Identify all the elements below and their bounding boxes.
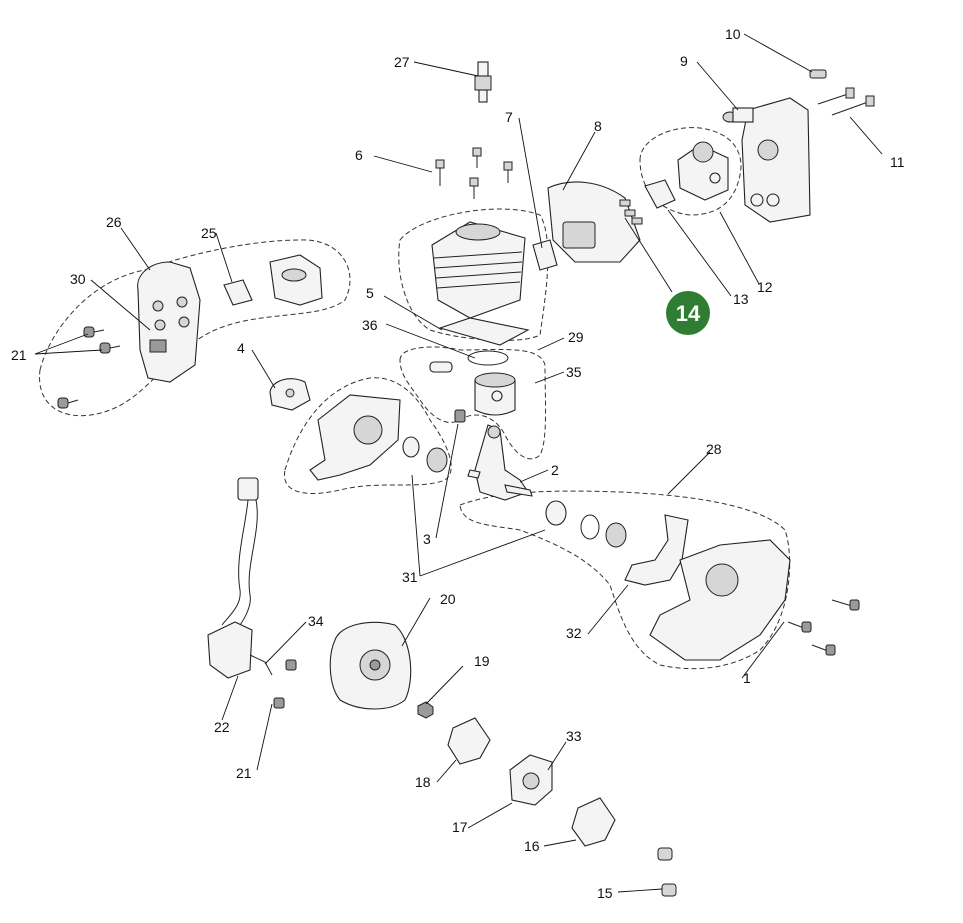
callout-11: 11 bbox=[890, 154, 905, 170]
callout-6: 6 bbox=[355, 147, 363, 163]
callout-15: 15 bbox=[597, 885, 613, 901]
callout-13: 13 bbox=[733, 291, 749, 307]
exhaust-flange bbox=[269, 254, 323, 306]
callout-18: 18 bbox=[415, 774, 431, 790]
callout-12: 12 bbox=[757, 279, 773, 295]
circlip bbox=[580, 514, 600, 540]
crankshaft bbox=[467, 424, 533, 501]
long-bolts bbox=[817, 87, 875, 116]
callout-36: 36 bbox=[362, 317, 378, 333]
callout-10: 10 bbox=[725, 26, 741, 42]
callout-26: 26 bbox=[106, 214, 122, 230]
callout-34: 34 bbox=[308, 613, 324, 629]
callout-2: 2 bbox=[551, 462, 559, 478]
crankcase-right bbox=[649, 539, 791, 661]
callout-19: 19 bbox=[474, 653, 490, 669]
callout-35: 35 bbox=[566, 364, 582, 380]
coil-screws bbox=[273, 659, 297, 709]
flywheel-nut bbox=[417, 701, 434, 719]
callout-32: 32 bbox=[566, 625, 582, 641]
intake-gasket bbox=[532, 239, 558, 271]
muffler-gasket bbox=[223, 279, 253, 306]
callout-25: 25 bbox=[201, 225, 217, 241]
callout-5: 5 bbox=[366, 285, 374, 301]
housing-screw bbox=[809, 69, 827, 79]
callout-30: 30 bbox=[70, 271, 86, 287]
callout-29: 29 bbox=[568, 329, 584, 345]
group-outline-crankcase-left bbox=[284, 377, 452, 494]
heat-shield bbox=[547, 181, 641, 263]
callout-7: 7 bbox=[505, 109, 513, 125]
flywheel bbox=[329, 621, 412, 710]
cylinder-gasket bbox=[438, 317, 530, 346]
clutch bbox=[509, 754, 553, 806]
group-outline-carburetor bbox=[639, 127, 742, 216]
ignition-coil bbox=[207, 477, 273, 679]
callout-21-upper: 21 bbox=[11, 347, 27, 363]
carburetor bbox=[677, 141, 729, 201]
screws-carb bbox=[619, 199, 643, 225]
callout-27: 27 bbox=[394, 54, 410, 70]
callout-4: 4 bbox=[237, 340, 245, 356]
clutch-bolts bbox=[657, 847, 677, 897]
group-outline-crankcase-right bbox=[459, 490, 791, 670]
crankcase-left bbox=[309, 394, 401, 481]
carb-gasket bbox=[644, 179, 676, 209]
group-outline-muffler bbox=[39, 239, 351, 417]
leader-lines bbox=[34, 33, 883, 893]
cylinder bbox=[431, 221, 526, 319]
spark-plug bbox=[474, 61, 492, 103]
crankcase-bolts bbox=[787, 599, 860, 656]
piston-pin bbox=[429, 361, 453, 373]
cylinder-screws bbox=[435, 147, 513, 199]
muffler bbox=[137, 261, 201, 383]
callout-1: 1 bbox=[743, 670, 751, 686]
piston-ring bbox=[467, 350, 509, 366]
callout-16: 16 bbox=[524, 838, 540, 854]
needle-bearing bbox=[454, 409, 466, 423]
callout-9: 9 bbox=[680, 53, 688, 69]
callout-28: 28 bbox=[706, 441, 722, 457]
callout-17: 17 bbox=[452, 819, 468, 835]
callout-20: 20 bbox=[440, 591, 456, 607]
group-outline-piston bbox=[399, 346, 547, 460]
callout-labels: 27 6 7 8 9 10 11 12 13 26 25 30 21 4 5 3… bbox=[11, 26, 905, 901]
air-filter-housing bbox=[722, 97, 811, 223]
callout-8: 8 bbox=[594, 118, 602, 134]
bearings bbox=[402, 436, 627, 548]
clutch-cover-plate bbox=[571, 797, 616, 847]
highlight-badge: 14 bbox=[666, 291, 710, 335]
callout-31: 31 bbox=[402, 569, 418, 585]
crankcase-gasket bbox=[624, 514, 689, 586]
badge-label: 14 bbox=[676, 301, 701, 326]
decompression-valve bbox=[269, 378, 311, 411]
piston bbox=[474, 372, 516, 416]
callout-33: 33 bbox=[566, 728, 582, 744]
screws-muffler bbox=[57, 326, 121, 409]
callout-22: 22 bbox=[214, 719, 230, 735]
callout-3: 3 bbox=[423, 531, 431, 547]
callout-21-lower: 21 bbox=[236, 765, 252, 781]
clutch-washer bbox=[447, 717, 491, 765]
